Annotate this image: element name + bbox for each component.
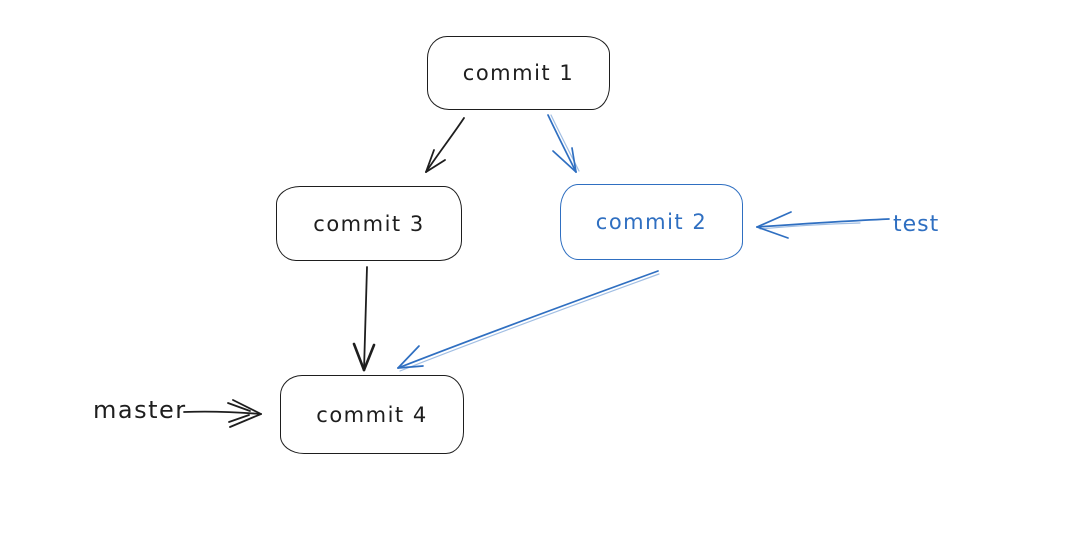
edge-commit3-to-commit4[interactable] xyxy=(352,266,376,372)
edge-commit2-to-commit4[interactable] xyxy=(397,270,660,372)
edge-master-to-commit4[interactable] xyxy=(183,399,262,428)
node-commit-1[interactable]: commit 1 xyxy=(427,36,610,110)
branch-label-test[interactable]: test xyxy=(893,212,940,237)
branch-label-master[interactable]: master xyxy=(93,396,187,424)
node-commit-2-label: commit 2 xyxy=(595,210,708,234)
edge-commit1-to-commit2[interactable] xyxy=(547,114,580,173)
edge-commit1-to-commit3[interactable] xyxy=(425,117,465,173)
node-commit-4[interactable]: commit 4 xyxy=(280,375,464,454)
node-commit-1-label: commit 1 xyxy=(462,61,575,85)
node-commit-3[interactable]: commit 3 xyxy=(276,186,462,261)
node-commit-4-label: commit 4 xyxy=(316,402,428,427)
edge-test-to-commit2[interactable] xyxy=(756,211,890,239)
node-commit-2[interactable]: commit 2 xyxy=(560,184,743,260)
node-commit-3-label: commit 3 xyxy=(313,211,425,236)
